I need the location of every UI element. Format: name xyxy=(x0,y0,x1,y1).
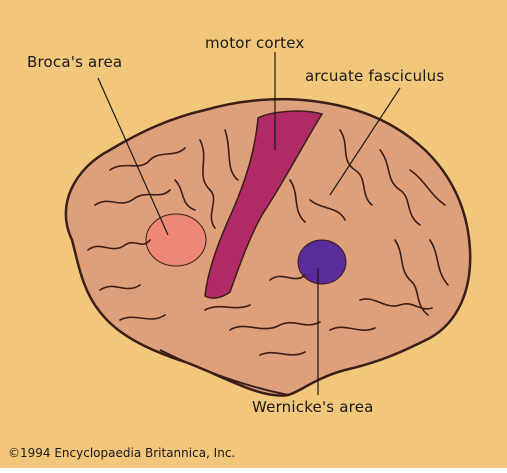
motor-cortex-label: motor cortex xyxy=(205,34,305,52)
wernicke-area-region xyxy=(298,240,346,284)
broca-area-region xyxy=(146,214,206,266)
copyright-text: ©1994 Encyclopaedia Britannica, Inc. xyxy=(8,446,235,460)
arcuate-fasciculus-label: arcuate fasciculus xyxy=(305,67,444,85)
wernicke-area-label: Wernicke's area xyxy=(252,398,374,416)
broca-area-label: Broca's area xyxy=(27,53,122,71)
